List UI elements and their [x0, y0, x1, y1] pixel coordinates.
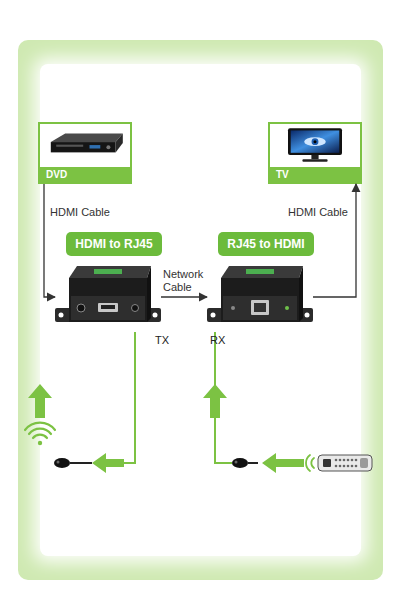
wireless-symbol	[306, 455, 314, 471]
ir-receiver	[232, 458, 248, 468]
dvd-player	[51, 133, 123, 152]
cable-connector	[161, 296, 207, 297]
picture-art	[270, 124, 360, 167]
ir-emitter	[54, 458, 70, 468]
receiver-box: RX	[207, 264, 313, 330]
ir-cable	[248, 462, 258, 464]
ir-wire	[112, 332, 135, 463]
cable-label: HDMI Cable	[50, 206, 130, 219]
green-arrow	[262, 453, 304, 473]
cable-label: HDMI Cable	[288, 206, 354, 219]
transmitter-box: TX	[55, 264, 161, 330]
cable-connector	[313, 184, 356, 297]
transmitter-unit	[55, 266, 161, 322]
receiver-unit	[207, 266, 313, 322]
caption-band: TV	[270, 167, 360, 182]
frame-border	[18, 40, 383, 580]
green-arrow	[203, 384, 227, 418]
node-label: HDMI to RJ45	[75, 237, 152, 251]
device-picture-box: DVD	[38, 122, 132, 184]
device-picture-box: TV	[268, 122, 362, 184]
node-label: RX	[210, 334, 225, 347]
node-label: TX	[155, 334, 169, 347]
wireless-dot	[38, 441, 42, 445]
unit-caption: TX	[155, 334, 169, 347]
converter-badge: RJ45 to HDMI	[218, 232, 314, 256]
caption-band: DVD	[40, 167, 130, 182]
picture-art	[40, 124, 130, 167]
wireless-symbol	[25, 423, 55, 438]
ir-cable	[70, 462, 92, 464]
cable-connector	[44, 184, 55, 297]
device-art	[55, 264, 161, 330]
unit-caption: RX	[210, 334, 225, 347]
frame-inner	[40, 64, 361, 556]
node-label: TV	[276, 169, 289, 181]
device-art	[207, 264, 313, 330]
tv-set	[288, 128, 342, 162]
ir-emitter-eye	[57, 461, 60, 464]
frame-fill	[34, 58, 367, 562]
node-label: DVD	[46, 169, 67, 181]
green-arrow	[28, 384, 52, 418]
remote-control	[318, 455, 372, 471]
green-arrow	[92, 453, 124, 473]
converter-badge: HDMI to RJ45	[66, 232, 162, 256]
node-label: RJ45 to HDMI	[227, 237, 304, 251]
cable-label: Network Cable	[163, 268, 205, 294]
ir-receiver-eye	[235, 461, 238, 464]
